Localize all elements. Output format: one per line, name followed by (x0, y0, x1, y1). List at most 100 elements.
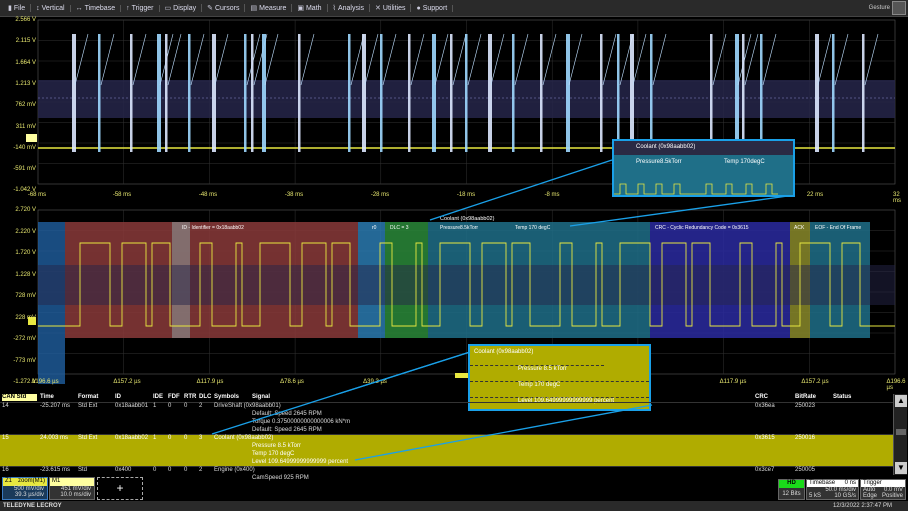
menu-file[interactable]: ▮File (3, 4, 32, 12)
cell-dlc: 2 (199, 403, 203, 409)
lower-x-label: Δ157.2 µs (113, 379, 141, 385)
scroll-down-button[interactable]: ▼ (895, 462, 907, 474)
menu-display[interactable]: ▭Display (160, 4, 203, 12)
upper-y-label: 2.115 V (15, 38, 36, 45)
segment-label: ACK (794, 225, 805, 231)
math-icon: ▣ (297, 5, 304, 12)
segment-label: Pressure8.5kTorr (440, 225, 478, 231)
column-header-fdf[interactable]: FDF (168, 394, 180, 400)
scroll-up-button[interactable]: ▲ (895, 395, 907, 407)
cell-id: 0x18aabb02 (115, 435, 149, 441)
frame-burst (262, 34, 266, 152)
lower-y-label: 1.228 V (15, 271, 36, 278)
cell-signal: Temp 170 degC (252, 451, 295, 457)
column-header-signal[interactable]: Signal (252, 394, 271, 400)
scroll-thumb[interactable] (896, 429, 906, 435)
menu-cursors[interactable]: ✎Cursors (202, 4, 246, 12)
cell-idx: 15 (2, 435, 9, 441)
cell-signal: Torque 0.37500000000000006 kN*m (252, 419, 351, 425)
frame-label-mark (410, 33, 425, 86)
upper-y-label: 1.213 V (15, 80, 36, 87)
callout-pressure: Pressure 8.5 kTorr (470, 365, 604, 372)
column-header-symbols[interactable]: Symbols (214, 394, 240, 400)
column-header-format[interactable]: Format (78, 394, 99, 400)
frame-label-mark (652, 33, 667, 86)
vertical-icon: ↕ (36, 4, 40, 12)
z1-tdiv: 39.3 µs/div (14, 492, 44, 498)
table-scrollbar[interactable]: ▲ ▼ (893, 394, 907, 475)
upper-x-label: 32 ms (893, 192, 901, 204)
cell-symbols: Engine (0x400) (214, 467, 255, 473)
column-header-rtr[interactable]: RTR (184, 394, 197, 400)
frame-label-mark (452, 33, 467, 86)
frame-burst (512, 34, 515, 152)
menu-support[interactable]: ●Support (411, 4, 454, 12)
frame-burst (380, 34, 383, 152)
menu-label: Math (305, 5, 322, 12)
cell-format: Std Ext (78, 403, 98, 409)
cell-crc: 0x3615 (755, 435, 775, 441)
frame-label-mark (602, 33, 617, 86)
frame-burst (600, 34, 603, 152)
menu-measure[interactable]: ▤Measure (245, 4, 293, 12)
menu-label: Cursors (214, 5, 240, 12)
column-header-status[interactable]: Status (833, 394, 852, 400)
footer-bar: TELEDYNE LECROY 12/3/2022 2:37:47 PM (0, 501, 908, 511)
column-header-time[interactable]: Time (40, 394, 54, 400)
timebase-delay: 0 ns (844, 480, 856, 486)
timebase-icon: ↔ (75, 4, 83, 12)
frame-burst (735, 34, 739, 152)
z1-trace-marker (28, 317, 36, 325)
upper-y-label: 311 mV (15, 123, 36, 130)
utilities-icon: ✕ (375, 5, 381, 12)
column-header-ide[interactable]: IDE (153, 394, 164, 400)
cell-crc: 0x3ce7 (755, 467, 775, 473)
cell-signal: Pressure 8.5 kTorr (252, 443, 302, 449)
upper-x-label: 22 ms (806, 192, 824, 198)
frame-burst (188, 34, 191, 152)
upper-x-label: -58 ms (112, 192, 132, 198)
menu-math[interactable]: ▣Math (292, 4, 328, 12)
timebase-per-div: 50.0 ms/div (825, 487, 856, 493)
frame-burst (251, 34, 254, 152)
upper-x-label: -38 ms (284, 192, 304, 198)
menu-utilities[interactable]: ✕Utilities (370, 4, 412, 12)
column-header-can-std[interactable]: CAN Std (2, 394, 37, 401)
menu-trigger[interactable]: ↑Trigger (121, 4, 160, 12)
cell-time: 24.003 ms (40, 435, 69, 441)
inset-title: Coolant (0x98aabb02) (614, 141, 793, 155)
trigger-label: Trigger (863, 480, 882, 486)
upper-y-label: 762 mV (15, 102, 36, 109)
trigger-icon: ↑ (126, 4, 130, 12)
frame-label-mark (300, 33, 315, 86)
menu-analysis[interactable]: ⌇Analysis (328, 4, 371, 12)
menu-bar: ▮File↕Vertical↔Timebase↑Trigger▭Display✎… (0, 0, 908, 17)
z1-vdiv: 500 mV/div (13, 486, 44, 492)
cell-symbols: DriveShaft (0x98aabb01) (214, 403, 281, 409)
column-header-id[interactable]: ID (115, 394, 121, 400)
column-header-crc[interactable]: CRC (755, 394, 768, 400)
column-header-dlc[interactable]: DLC (199, 394, 212, 400)
menu-vertical[interactable]: ↕Vertical (31, 4, 71, 12)
cell-time: -23.615 ms (40, 467, 71, 473)
frame-burst (815, 34, 819, 152)
hd-label: HD (779, 480, 804, 488)
gesture-button[interactable] (892, 1, 906, 15)
add-trace-button[interactable]: + (97, 477, 143, 500)
cell-fdf: 0 (168, 435, 172, 441)
lower-y-label: -1.272 V (13, 379, 36, 385)
date-time: 12/3/2022 2:37:47 PM (832, 503, 892, 509)
m1-descriptor[interactable]: M1 451 mV/div 10.0 ms/div (49, 477, 95, 500)
menu-timebase[interactable]: ↔Timebase (71, 4, 122, 12)
column-header-bitrate[interactable]: BitRate (795, 394, 817, 400)
z1-label: zoom(M1) (17, 478, 45, 484)
cell-signal: Default: Speed 2645 RPM (252, 427, 322, 433)
frame-burst (710, 34, 713, 152)
